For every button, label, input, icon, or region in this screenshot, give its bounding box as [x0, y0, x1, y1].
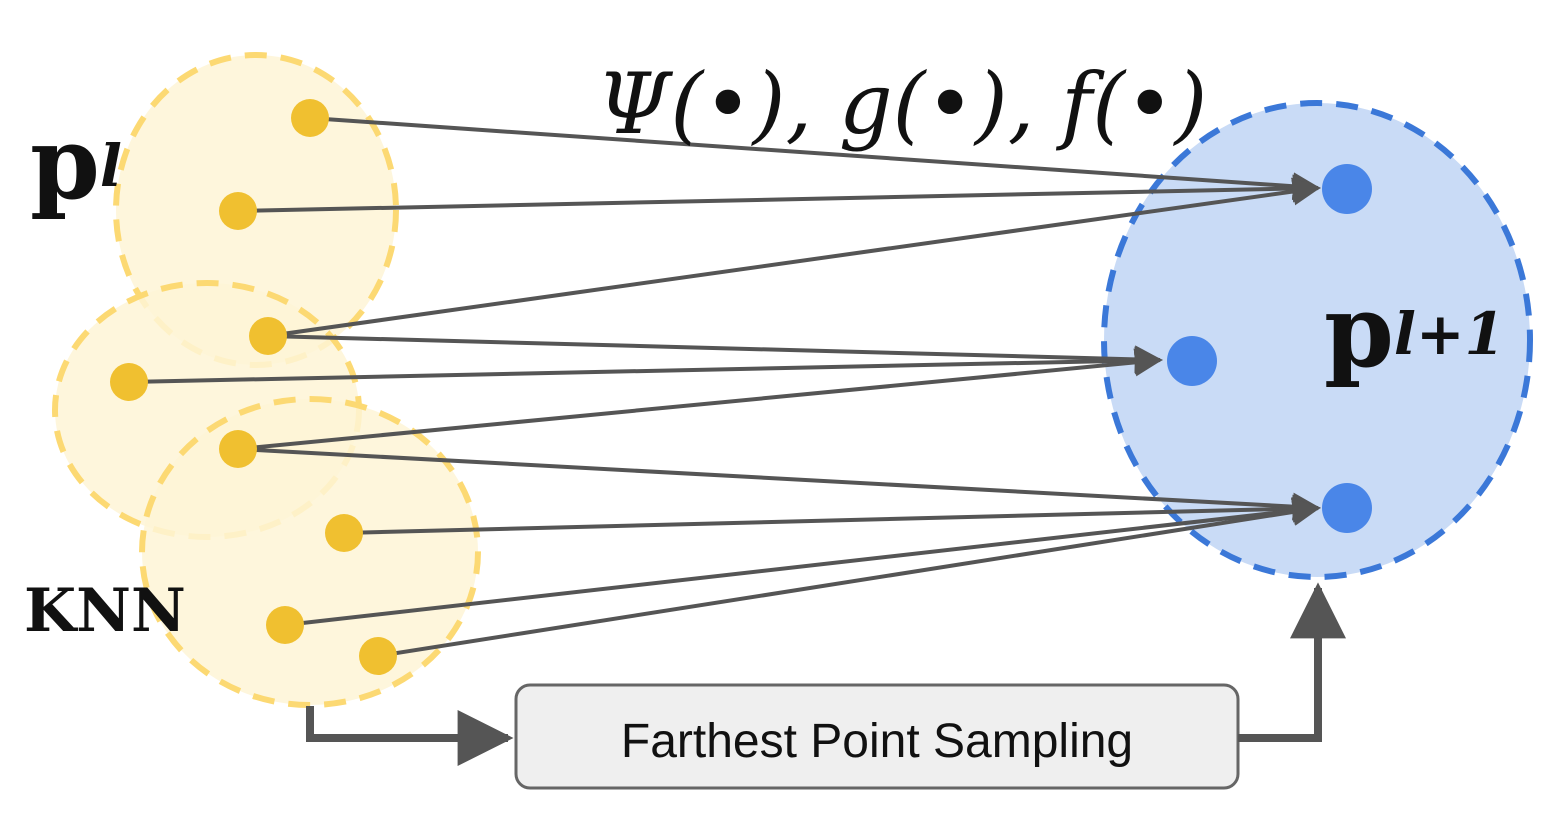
fps-output-arrow [1238, 582, 1346, 742]
fps-label: Farthest Point Sampling [621, 715, 1133, 768]
input-point [219, 192, 257, 230]
input-point [291, 99, 329, 137]
input-point [219, 430, 257, 468]
input-point [110, 363, 148, 401]
edge [284, 496, 1321, 627]
input-set-label: pl [30, 104, 122, 222]
output-points [1167, 164, 1372, 533]
output-point [1167, 336, 1217, 386]
edge [237, 447, 1321, 521]
input-points [110, 99, 397, 675]
knn-label: KNN [24, 576, 186, 646]
knn-neighborhoods [52, 52, 481, 708]
edge [343, 494, 1321, 535]
input-set-symbol: p [30, 104, 100, 222]
edge [237, 348, 1163, 451]
functions-label: Ψ(•), g(•), f(•) [597, 55, 1208, 153]
output-set-symbol: p [1324, 272, 1394, 390]
output-set-label: pl+1 [1324, 272, 1505, 390]
input-point [266, 606, 304, 644]
input-point [249, 317, 287, 355]
edge [237, 174, 1321, 213]
input-point [359, 637, 397, 675]
input-point [325, 514, 363, 552]
edge [128, 346, 1163, 384]
input-set-superscript: l [100, 132, 122, 200]
fps-flow: Farthest Point Sampling [306, 582, 1346, 790]
knn-circle-bottom [139, 396, 481, 708]
output-point [1322, 164, 1372, 214]
fps-input-arrow [306, 706, 514, 766]
edge [309, 116, 1321, 201]
aggregation-edges [128, 116, 1321, 658]
edge [267, 177, 1321, 338]
output-point-set-circle [1101, 100, 1533, 580]
edge [267, 334, 1163, 374]
edge [377, 498, 1321, 658]
output-point [1322, 483, 1372, 533]
output-set-superscript: l+1 [1394, 300, 1505, 368]
